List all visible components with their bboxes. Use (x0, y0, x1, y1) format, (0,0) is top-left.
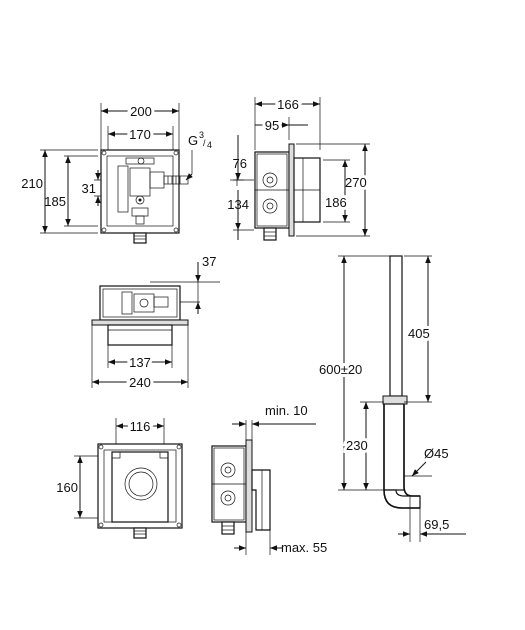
dim-side-76: 76 (233, 156, 247, 171)
dim-pipe-405: 405 (408, 326, 430, 341)
front-box-outline (100, 149, 180, 234)
thread-label-g: G (188, 133, 198, 148)
dim-pipe-offset: 69,5 (424, 517, 449, 532)
dim-front-185: 185 (44, 194, 66, 209)
pipe-view: 405 600±20 230 Ø45 69,5 (316, 255, 466, 542)
dim-side-186: 186 (325, 195, 347, 210)
dim-top-37: 37 (202, 254, 216, 269)
thread-den: 4 (207, 140, 212, 150)
side-cover-view: min. 10 max. 55 (211, 403, 327, 555)
dim-front-31: 31 (82, 181, 96, 196)
dim-cover-116: 116 (130, 419, 151, 434)
dim-side-270: 270 (345, 175, 367, 190)
thread-num: 3 (199, 130, 204, 140)
dim-pipe-230: 230 (346, 438, 368, 453)
dim-cover-160: 160 (56, 480, 78, 495)
dim-front-170: 170 (129, 127, 151, 142)
dim-top-240: 240 (129, 375, 151, 390)
dim-top-137: 137 (129, 355, 151, 370)
dim-side-95: 95 (265, 118, 279, 133)
svg-text:/: / (203, 138, 206, 148)
dim-front-200: 200 (130, 104, 152, 119)
front-cover-view: 116 160 (56, 416, 183, 539)
dim-pipe-600: 600±20 (319, 362, 362, 377)
dim-side-cover-min: min. 10 (265, 403, 308, 418)
front-view: 200 170 210 185 31 (21, 101, 212, 244)
dim-pipe-diameter: Ø45 (424, 446, 449, 461)
dim-side-134: 134 (227, 197, 249, 212)
dim-side-166: 166 (277, 97, 299, 112)
top-view: 37 137 240 (91, 254, 220, 393)
side-view: 166 95 76 134 270 186 (227, 94, 370, 241)
dim-side-cover-max: max. 55 (281, 540, 327, 555)
dim-front-210: 210 (21, 176, 43, 191)
